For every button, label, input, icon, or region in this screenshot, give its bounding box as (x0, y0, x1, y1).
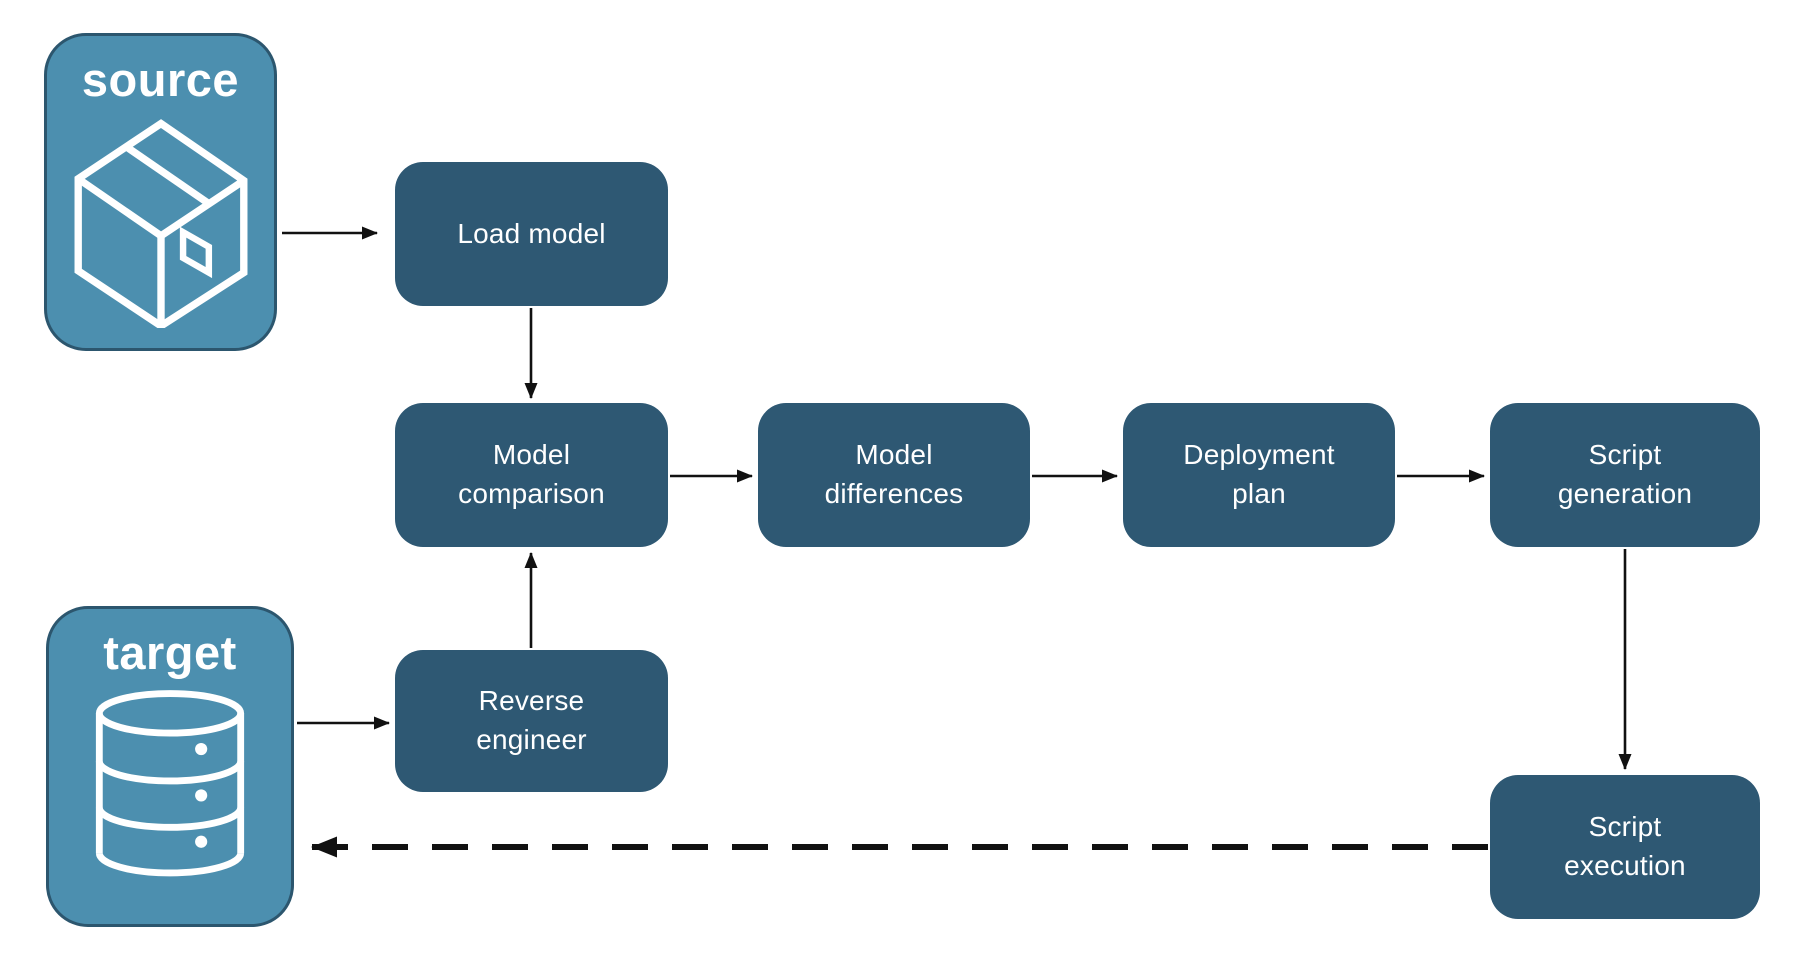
database-icon (95, 689, 245, 877)
node-label: Model differences (824, 439, 964, 509)
target-title: target (103, 626, 237, 679)
container-source: source (44, 33, 277, 351)
node-label: Load model (457, 217, 606, 249)
node-label: Script generation (1557, 439, 1693, 509)
node-label: Deployment plan (1183, 439, 1335, 509)
node-load-model: Load model (395, 162, 668, 306)
node-reverse-engineer: Reverse engineer (395, 650, 668, 792)
node-model-comparison: Model comparison (395, 403, 668, 547)
node-label: Model comparison (458, 439, 605, 509)
node-label: Script execution (1564, 811, 1686, 881)
container-target: target (46, 606, 294, 927)
node-deployment-plan: Deployment plan (1123, 403, 1395, 547)
node-model-differences: Model differences (758, 403, 1030, 547)
node-script-generation: Script generation (1490, 403, 1760, 547)
node-script-execution: Script execution (1490, 775, 1760, 919)
package-icon (74, 118, 247, 328)
source-title: source (81, 53, 240, 106)
node-label: Reverse engineer (476, 685, 587, 755)
